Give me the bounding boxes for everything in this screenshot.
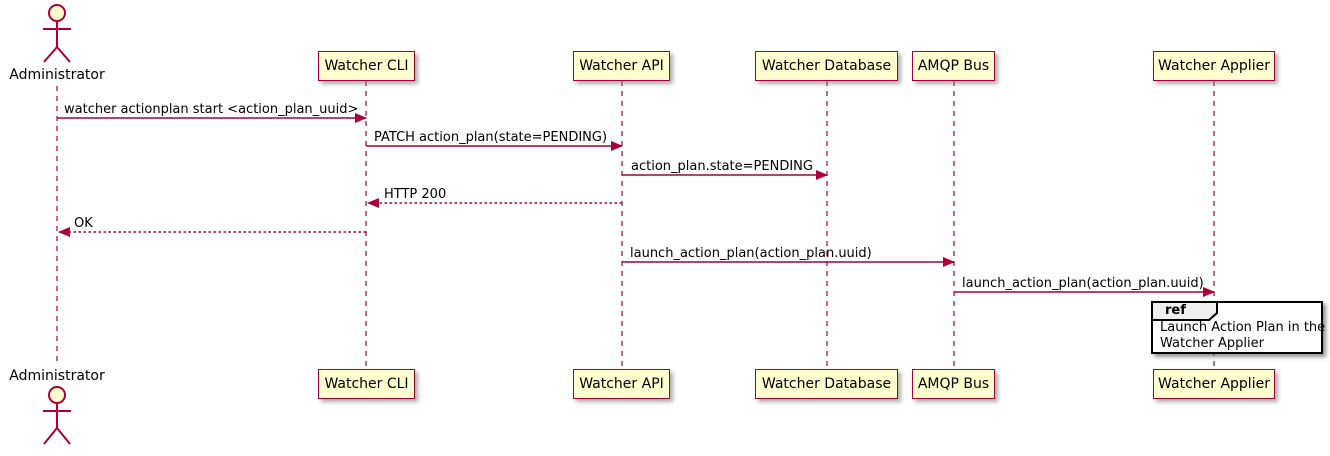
participant-watcher-database-bottom: Watcher Database [755, 369, 898, 399]
lifelines [56, 81, 1215, 369]
ref-text-line2: Watcher Applier [1160, 336, 1264, 351]
participant-watcher-applier-top: Watcher Applier [1153, 51, 1275, 81]
participant-watcher-cli-bottom: Watcher CLI [318, 369, 415, 399]
ref-fragment: ref Launch Action Plan in the Watcher Ap… [1151, 301, 1326, 354]
participant-watcher-api-top: Watcher API [573, 51, 670, 81]
participant-watcher-applier-bottom: Watcher Applier [1153, 369, 1275, 399]
message-arrows [57, 113, 1215, 297]
message-label-start-actionplan: watcher actionplan start <action_plan_uu… [64, 102, 359, 117]
ref-text-line1: Launch Action Plan in the [1160, 320, 1326, 335]
ref-header-pentagon [1151, 301, 1218, 321]
message-label-launch-applier: launch_action_plan(action_plan.uuid) [962, 276, 1204, 291]
participant-watcher-database-top: Watcher Database [755, 51, 898, 81]
message-label-ok: OK [74, 216, 93, 231]
actor-label-administrator-bottom: Administrator [9, 368, 105, 384]
message-label-http-200: HTTP 200 [384, 187, 447, 202]
ref-keyword: ref [1165, 303, 1186, 318]
message-label-launch-amqp: launch_action_plan(action_plan.uuid) [630, 246, 872, 261]
participant-amqp-bus-bottom: AMQP Bus [912, 369, 995, 399]
administrator-actor-icon [43, 4, 71, 63]
participant-watcher-cli-top: Watcher CLI [318, 51, 415, 81]
message-label-state-pending: action_plan.state=PENDING [631, 159, 813, 174]
actor-label-administrator-top: Administrator [9, 67, 105, 83]
participant-watcher-api-bottom: Watcher API [573, 369, 670, 399]
administrator-actor-icon-bottom [43, 386, 71, 445]
participant-amqp-bus-top: AMQP Bus [912, 51, 995, 81]
message-label-patch-action-plan: PATCH action_plan(state=PENDING) [374, 130, 608, 145]
